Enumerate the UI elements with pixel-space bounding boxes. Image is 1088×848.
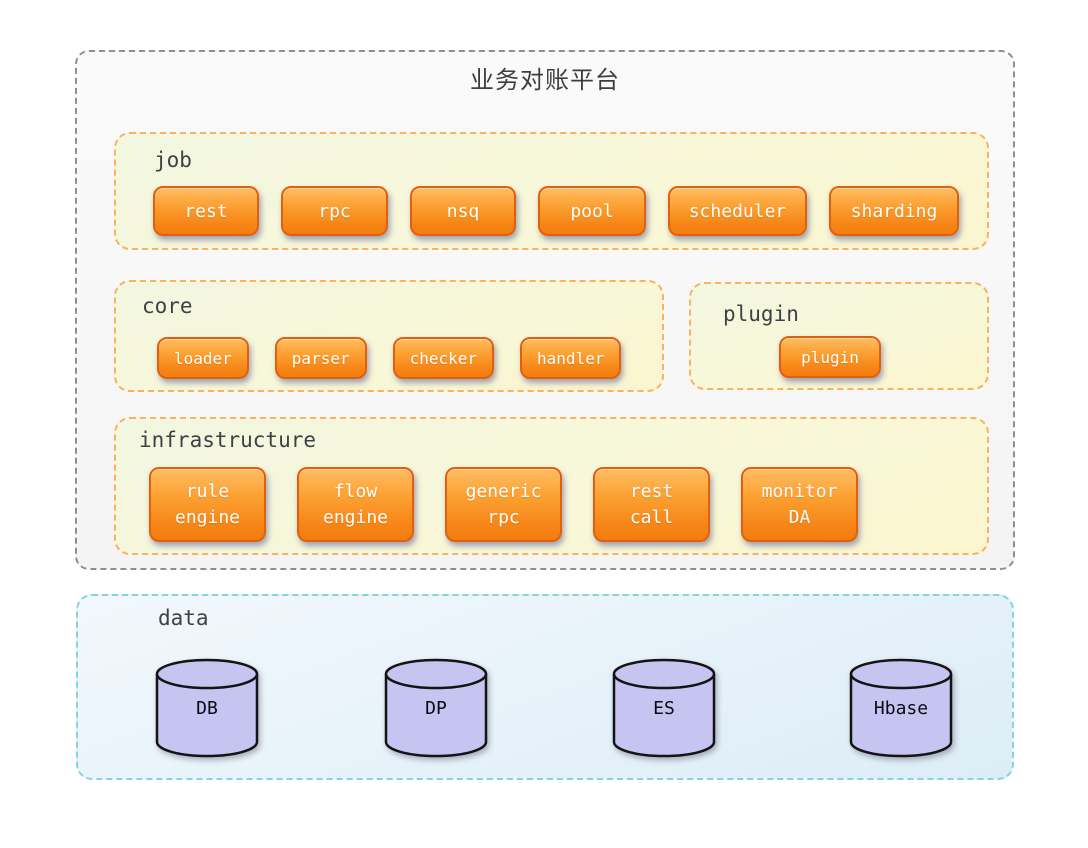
cylinder-icon <box>384 658 488 758</box>
node-nsq: nsq <box>410 186 516 236</box>
core-node-row: loader parser checker handler <box>157 337 622 379</box>
node-rpc: rpc <box>281 186 388 236</box>
node-checker: checker <box>392 337 495 379</box>
datastore-hbase: Hbase <box>849 658 953 758</box>
platform-title: 业务对账平台 <box>470 67 620 94</box>
node-handler: handler <box>520 337 622 379</box>
node-generic-rpc: generic rpc <box>445 467 562 542</box>
datastore-db-label: DB <box>196 698 218 719</box>
cylinder-icon <box>612 658 716 758</box>
section-job-label: job <box>154 148 192 172</box>
datastore-db: DB <box>155 658 259 758</box>
cylinder-icon <box>155 658 259 758</box>
plugin-node-row: plugin <box>779 336 881 378</box>
node-loader: loader <box>157 337 249 379</box>
node-plugin: plugin <box>779 336 881 378</box>
node-rule-engine: rule engine <box>149 467 266 542</box>
datastore-es-label: ES <box>653 698 675 719</box>
node-sharding: sharding <box>829 186 959 236</box>
job-node-row: rest rpc nsq pool scheduler sharding <box>153 186 959 236</box>
datastore-es: ES <box>612 658 716 758</box>
node-monitor-da: monitor DA <box>741 467 858 542</box>
node-parser: parser <box>274 337 367 379</box>
section-data: data DB DP ES <box>76 594 1014 780</box>
section-data-label: data <box>158 606 209 630</box>
node-flow-engine: flow engine <box>297 467 414 542</box>
datastore-hbase-label: Hbase <box>873 698 929 719</box>
section-core-label: core <box>142 294 193 318</box>
infrastructure-node-row: rule engine flow engine generic rpc rest… <box>149 467 858 542</box>
section-infrastructure: infrastructure rule engine flow engine g… <box>114 417 989 555</box>
datastore-dp-label: DP <box>425 698 447 719</box>
section-job: job rest rpc nsq pool scheduler sharding <box>114 132 989 250</box>
node-rest-call: rest call <box>593 467 710 542</box>
cylinder-icon <box>849 658 953 758</box>
node-pool: pool <box>538 186 646 236</box>
node-rest: rest <box>153 186 259 236</box>
datastore-dp: DP <box>384 658 488 758</box>
platform-container: 业务对账平台 job rest rpc nsq pool scheduler s… <box>75 50 1015 570</box>
section-plugin-label: plugin <box>723 302 799 326</box>
node-scheduler: scheduler <box>668 186 807 236</box>
section-core: core loader parser checker handler <box>114 280 664 392</box>
section-infrastructure-label: infrastructure <box>139 428 317 452</box>
section-plugin: plugin plugin <box>689 282 989 390</box>
